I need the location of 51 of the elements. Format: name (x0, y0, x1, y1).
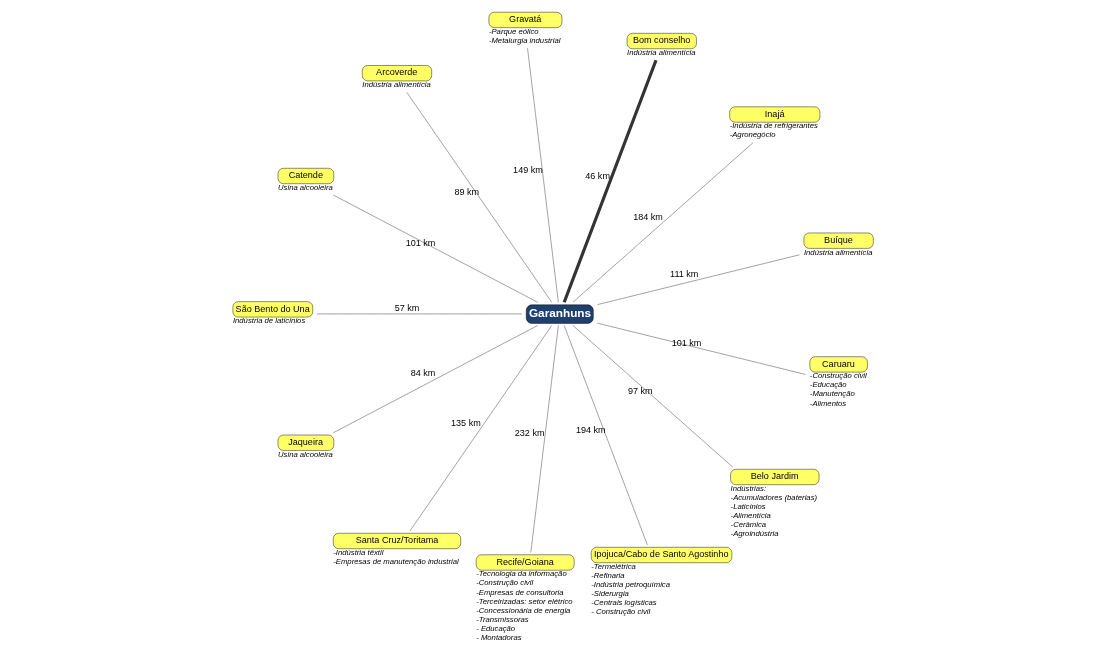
node-label: -Centrais logísticas (591, 598, 657, 608)
node-label: -Indústria de refrigerantes (729, 121, 818, 131)
edge-label: 97 km (627, 385, 653, 396)
edge-label: 149 km (513, 164, 543, 175)
node-label: -Laticínios (730, 501, 766, 511)
node-label: -Termelétrica (591, 561, 636, 571)
edge-label: 135 km (451, 417, 481, 428)
node-label: Usina alcooleira (278, 449, 333, 459)
node-label: -Parque eólico (488, 26, 539, 36)
node-label: Indústrias: (730, 483, 767, 493)
edge-label: 101 km (405, 237, 436, 248)
node-label: -Educação (809, 380, 847, 390)
connector (562, 59, 658, 303)
node-label: -Metalurgia industrial (488, 35, 561, 45)
node-label: -Construção civil (809, 371, 867, 381)
node-label: Indústria alimentícia (362, 80, 431, 90)
node-label: -Construção civil (476, 578, 534, 588)
node-label: -Agroindústria (730, 529, 779, 539)
edge-label: 46 km (585, 170, 610, 181)
edge-label: 232 km (514, 428, 545, 439)
node-label: -Tecnologia da informação (476, 569, 567, 579)
node-label: -Empresas de consultoria (476, 587, 564, 597)
node-label: -Empresas de manutenção industrial (333, 556, 459, 566)
node-label: - Construção civil (591, 607, 651, 617)
node-label: -Alimentícia (730, 511, 771, 521)
edge-label: 111 km (670, 268, 699, 279)
node-label: -Cerâmica (730, 520, 767, 530)
node-label: - Educação (476, 623, 516, 633)
node-label: Indústria alimentícia (803, 247, 873, 257)
edge-label: 194 km (575, 424, 606, 435)
node-label: -Siderurgia (591, 589, 629, 599)
node-label: -Acumuladores (baterias) (730, 492, 818, 502)
connector (530, 325, 559, 553)
edge-label: 57 km (394, 303, 420, 314)
node-label: -Manutenção (809, 389, 855, 399)
node-label: -Indústria petroquímica (591, 580, 671, 590)
node-label: - Montadoras (476, 632, 522, 642)
node-label: -Alimentos (809, 398, 847, 408)
node-label: -Agronegócio (729, 130, 776, 140)
edge-label: 184 km (633, 211, 663, 222)
node-label: -Indústria têxtil (333, 547, 384, 557)
node-label: Usina alcooleira (278, 182, 333, 192)
edge-label: 84 km (410, 368, 436, 379)
edge-label: 101 km (671, 338, 702, 349)
node-label: Indústria alimentícia (627, 47, 696, 57)
edge-label: 89 km (454, 186, 480, 197)
node-label: -Refinaria (591, 570, 625, 580)
node-label: Indústria de laticínios (232, 316, 306, 326)
node-label: -Terceirizadas: setor elétrico (476, 596, 573, 606)
node-label: -Concessionária de energia (476, 605, 571, 615)
node-label: -Transmissoras (476, 614, 529, 624)
